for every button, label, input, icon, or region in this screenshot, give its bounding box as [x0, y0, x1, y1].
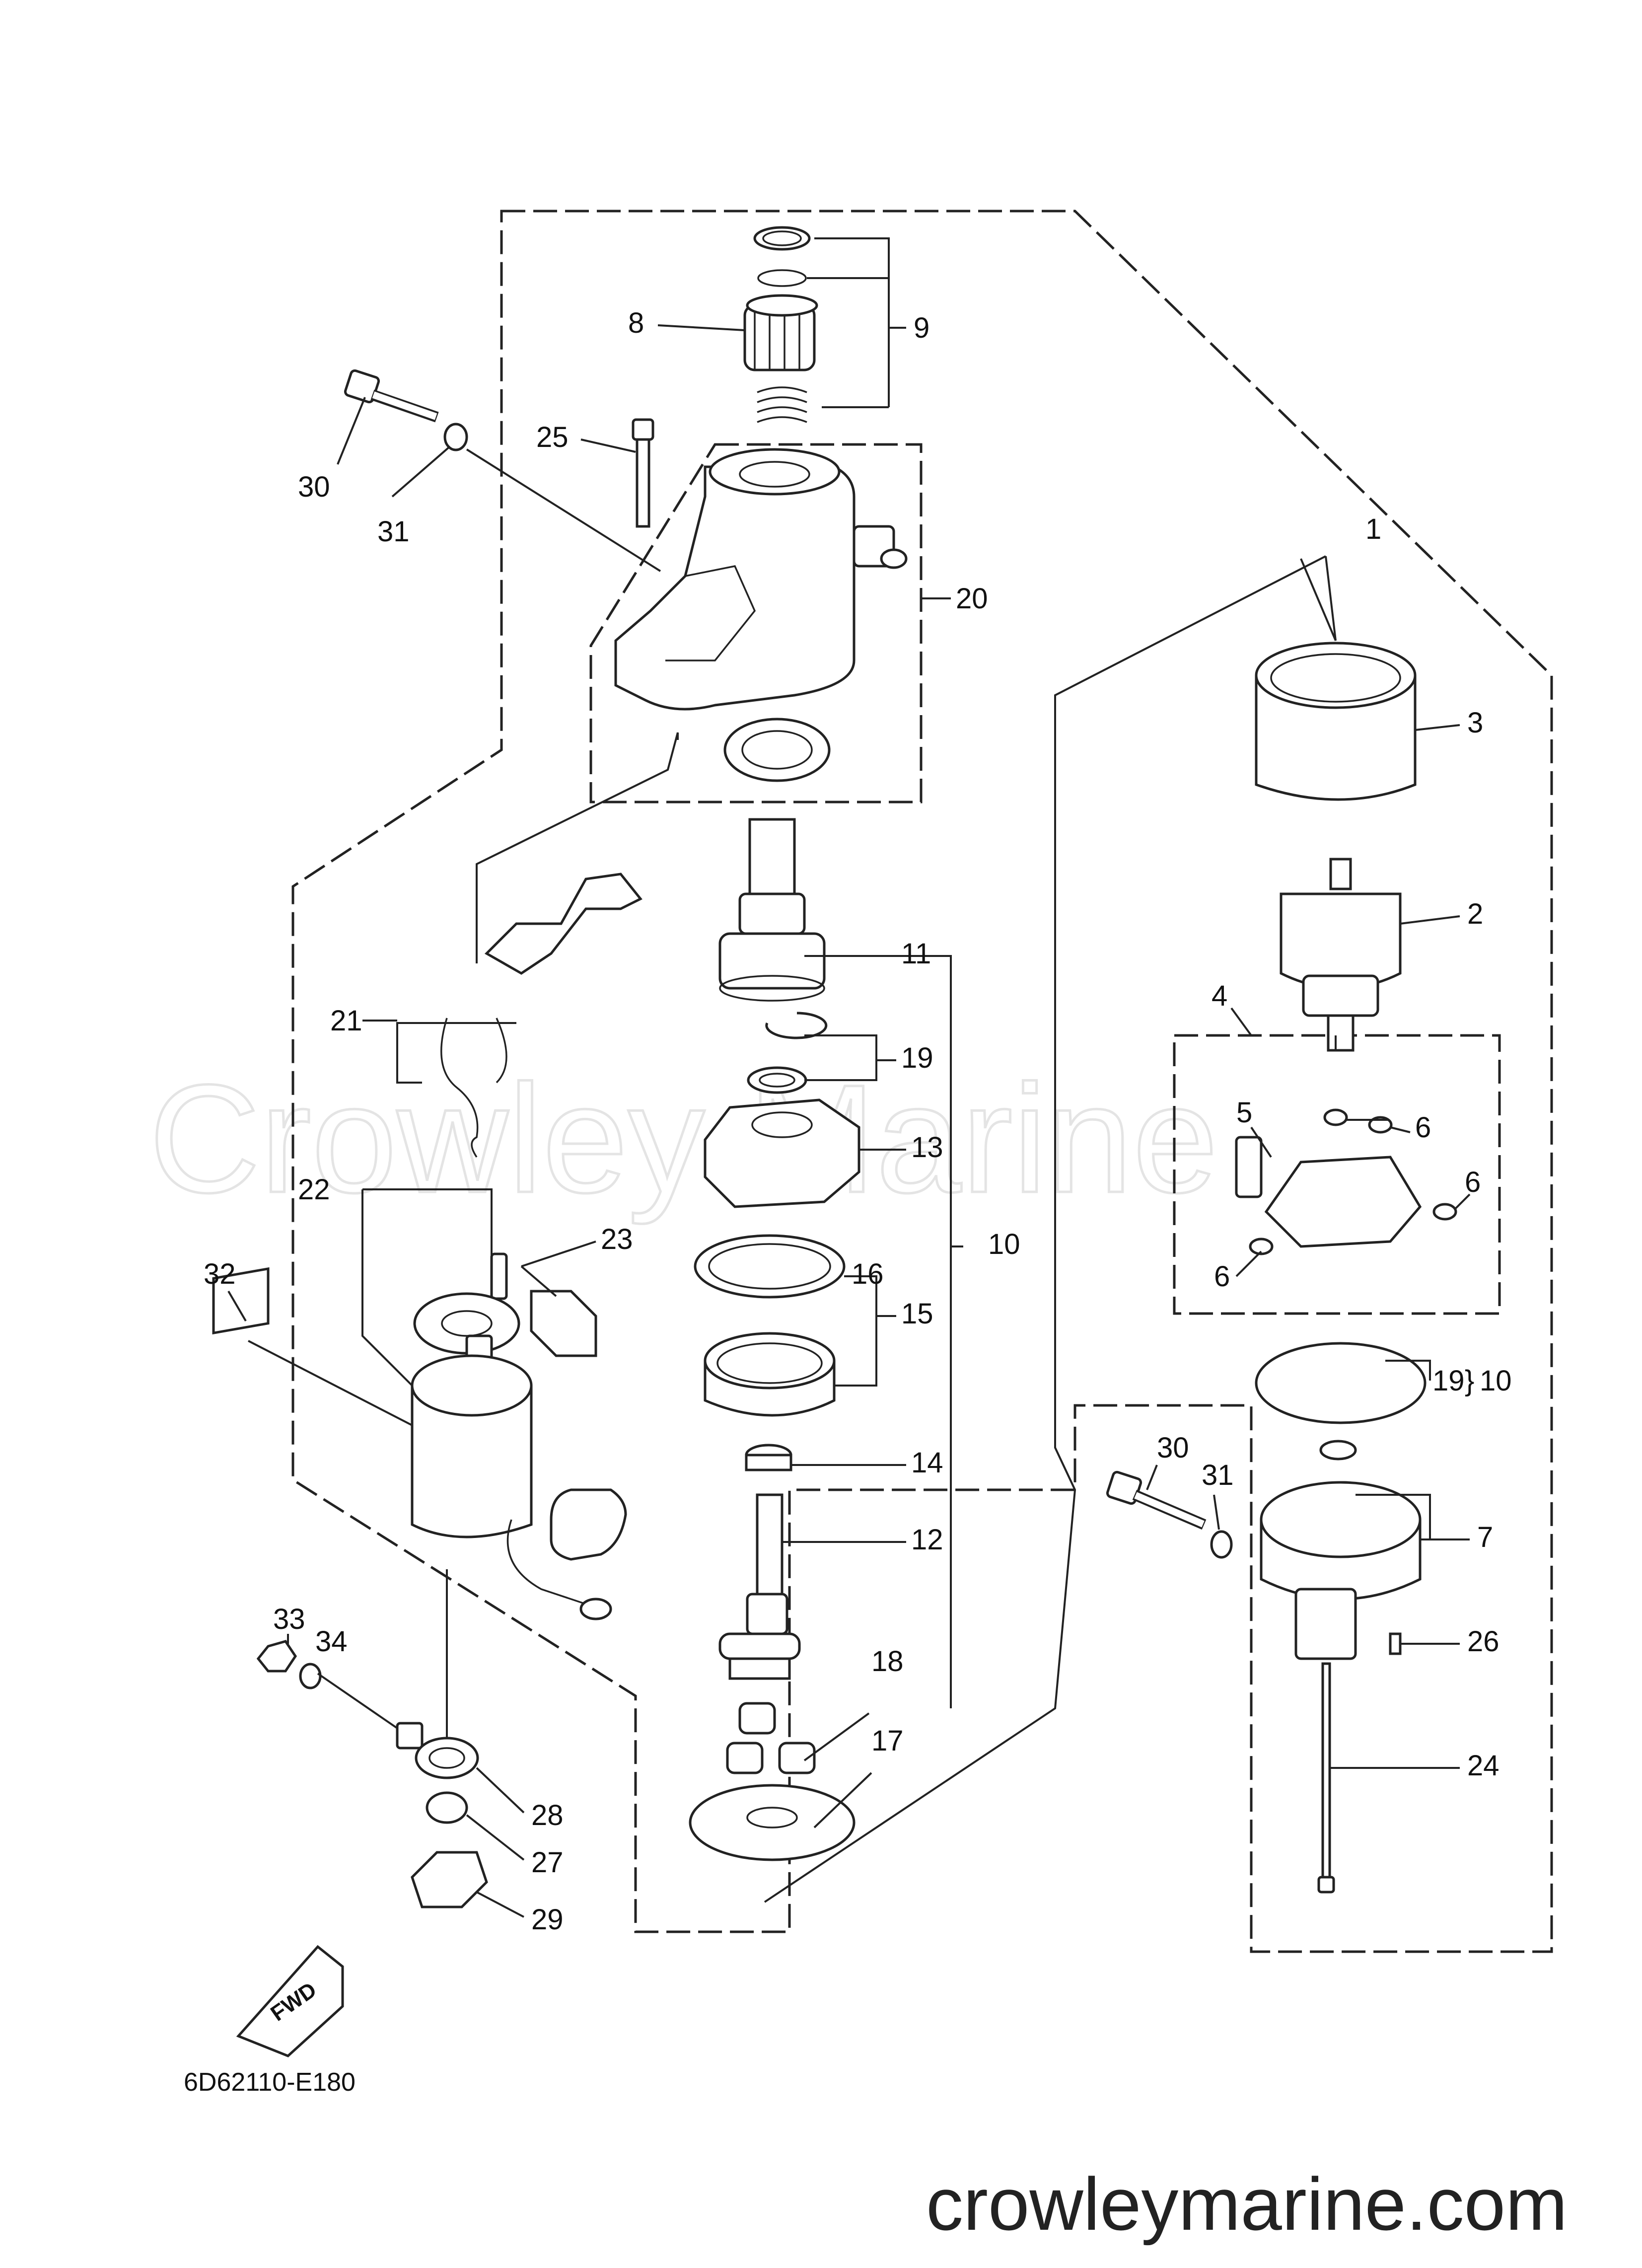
- part-15-ring-gear: [704, 1332, 836, 1417]
- assembly-10-link: [1325, 556, 1337, 641]
- callout-23: 23: [601, 1223, 633, 1255]
- part-21-lever: [440, 873, 643, 1158]
- callout-9: 9: [914, 312, 929, 344]
- callout-1: 1: [1365, 513, 1381, 545]
- callout-7: 7: [1477, 1521, 1493, 1553]
- callout-11: 11: [901, 938, 931, 970]
- callout-19a: 19: [901, 1042, 933, 1074]
- callout-3: 3: [1467, 707, 1483, 739]
- bracket-19-10: }: [1465, 1365, 1474, 1397]
- callout-30a: 30: [298, 471, 330, 503]
- callout-15: 15: [901, 1298, 933, 1330]
- callout-6b: 6: [1465, 1166, 1481, 1198]
- callout-32: 32: [204, 1258, 236, 1290]
- part-11-shaft: [718, 818, 826, 1002]
- part-7-end-cover: [1260, 1481, 1422, 1660]
- callout-16: 16: [852, 1258, 884, 1290]
- part-31-washer-lower: [1210, 1530, 1233, 1559]
- fwd-arrow-icon: FWD: [236, 1945, 344, 2057]
- callout-30b: 30: [1157, 1432, 1189, 1464]
- part-14-bushing: [745, 1444, 792, 1471]
- assembly-20-boundary: [589, 443, 923, 804]
- diagram-code: 6D62110-E180: [184, 2068, 356, 2097]
- callout-20: 20: [956, 583, 988, 615]
- part-25-bolt: [632, 418, 654, 528]
- callout-10a: 10: [988, 1228, 1020, 1260]
- part-4-brush-holder: [1235, 1108, 1457, 1255]
- part-33-34-nut-washer: [256, 1640, 322, 1689]
- callout-31b: 31: [1202, 1459, 1234, 1491]
- part-20-housing: [614, 448, 908, 782]
- part-9-set: [743, 226, 818, 423]
- callout-8: 8: [628, 307, 644, 339]
- part-2-armature: [1280, 858, 1402, 1052]
- callout-34: 34: [315, 1625, 348, 1658]
- part-13-holder: [704, 1098, 860, 1208]
- part-18-planet-gears: [726, 1702, 816, 1774]
- leader-lines: [227, 237, 1471, 1918]
- part-28-terminal: [396, 1722, 479, 1779]
- watermark: Crowley Marine: [149, 1052, 1218, 1226]
- part-16-ring: [694, 1234, 846, 1299]
- assembly-1-boundary: [291, 210, 1553, 1953]
- callout-33: 33: [273, 1603, 305, 1635]
- callout-2: 2: [1467, 898, 1483, 930]
- callout-25: 25: [536, 421, 569, 453]
- callouts: 1 2 3 4 5 6 6 6 7 8 9 10 19 } 10 11 12 1…: [204, 307, 1512, 1936]
- callout-13: 13: [911, 1131, 943, 1164]
- callout-19b: 19: [1432, 1365, 1465, 1397]
- callout-14: 14: [911, 1447, 943, 1479]
- callout-21: 21: [330, 1005, 362, 1037]
- callout-6a: 6: [1415, 1111, 1431, 1144]
- part-29-cover: [411, 1851, 488, 1908]
- part-26-screw: [1389, 1632, 1402, 1655]
- callout-17: 17: [871, 1725, 904, 1757]
- callout-18: 18: [871, 1645, 904, 1678]
- callout-4: 4: [1212, 980, 1227, 1012]
- part-27-cap: [426, 1791, 468, 1824]
- callout-27: 27: [531, 1846, 564, 1879]
- callout-10b: 10: [1480, 1365, 1512, 1397]
- part-24-through-bolt: [1317, 1662, 1335, 1894]
- part-31-washer-upper: [443, 423, 468, 451]
- assembly-10-boundary: [764, 555, 1326, 1903]
- part-3-yoke: [1255, 642, 1417, 801]
- part-19-plate-right: [1255, 1342, 1427, 1461]
- callout-24: 24: [1467, 1750, 1499, 1782]
- part-12-shaft: [718, 1493, 801, 1680]
- callout-6c: 6: [1214, 1260, 1230, 1293]
- part-19-clip-washer: [747, 1012, 828, 1094]
- part-32-label: [212, 1267, 270, 1335]
- part-solenoid: [411, 1334, 627, 1620]
- callout-22: 22: [298, 1173, 330, 1206]
- part-23-brush: [530, 1290, 597, 1357]
- callout-29: 29: [531, 1903, 564, 1936]
- callout-12: 12: [911, 1524, 943, 1556]
- callout-28: 28: [531, 1799, 564, 1831]
- part-17-plate: [689, 1784, 856, 1861]
- part-30-bolt-upper: [344, 369, 439, 423]
- callout-26: 26: [1467, 1625, 1499, 1658]
- part-30-bolt-lower: [1106, 1470, 1207, 1530]
- callout-31a: 31: [377, 515, 410, 548]
- part-22-seal-screw: [413, 1252, 520, 1355]
- callout-5: 5: [1236, 1097, 1252, 1129]
- website-footer: crowleymarine.com: [926, 2162, 1568, 2246]
